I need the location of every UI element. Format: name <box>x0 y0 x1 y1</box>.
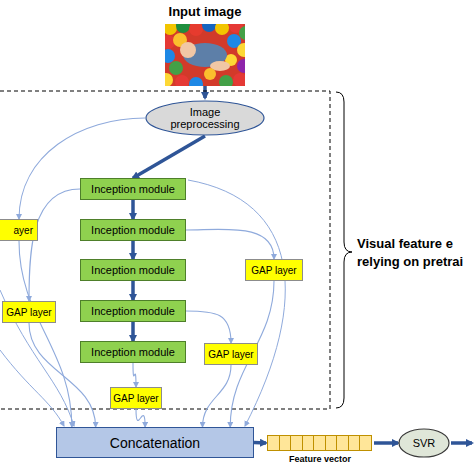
offscreen-wire <box>0 350 64 426</box>
feature-wire <box>186 311 231 343</box>
node-text: Concatenation <box>110 435 200 451</box>
gap-box: GAP layer <box>204 343 258 365</box>
node-text: Inception module <box>91 183 175 195</box>
flow-arrow <box>131 241 135 259</box>
side-label: relying on pretrai <box>357 254 463 269</box>
extra-wire <box>188 180 285 426</box>
vector-caption: Feature vector <box>289 454 351 464</box>
feature-vector: Feature vector <box>266 435 374 471</box>
inception-box: Inception module <box>80 300 186 322</box>
flow-arrow <box>131 322 135 341</box>
flow-arrow <box>131 200 135 219</box>
feature-wire <box>29 323 96 427</box>
inception-box: Inception module <box>80 219 186 241</box>
node-text: GAP layer <box>6 307 51 318</box>
gap-box: GAP layer <box>110 387 162 409</box>
node-text: SVR <box>413 437 436 449</box>
flow-arrow <box>131 281 135 300</box>
flow-arrow <box>374 441 398 445</box>
inception-box: Inception module <box>80 259 186 281</box>
gap-box: GAP layer <box>2 301 56 323</box>
node-text: Inception module <box>91 346 175 358</box>
node-text: GAP layer <box>208 349 253 360</box>
node-text: Image preprocessing <box>167 106 243 130</box>
output-arrow <box>451 441 472 445</box>
feature-wire <box>19 241 72 427</box>
dashed-frame <box>0 91 330 409</box>
flow-arrow <box>254 441 266 445</box>
side-label: Visual feature e <box>357 236 453 251</box>
node-text: Inception module <box>91 264 175 276</box>
feature-wire <box>203 365 231 427</box>
flow-arrow <box>133 136 205 178</box>
preprocess-ellipse: Image preprocessing <box>145 100 265 136</box>
diagram-title: Input image <box>120 4 290 19</box>
feature-wire <box>19 118 145 219</box>
feature-wire <box>29 189 80 301</box>
node-text: Inception module <box>91 305 175 317</box>
node-text: GAP layer <box>113 393 158 404</box>
feature-wire <box>133 363 136 387</box>
vector-cells <box>268 435 372 451</box>
input-photo <box>165 24 245 86</box>
gap-box: ayer <box>0 219 38 241</box>
gap-box: GAP layer <box>245 259 303 281</box>
svr-ellipse: SVR <box>398 428 450 458</box>
photo-arrow <box>203 86 207 98</box>
vector-cell <box>359 435 372 451</box>
concat-box: Concatenation <box>56 427 254 458</box>
offscreen-wire <box>0 290 74 426</box>
node-text: ayer <box>14 225 33 236</box>
inception-box: Inception module <box>80 341 186 363</box>
curly-bracket <box>336 92 352 408</box>
inception-box: Inception module <box>80 178 186 200</box>
node-text: GAP layer <box>251 265 296 276</box>
feature-wire <box>136 409 145 427</box>
node-text: Inception module <box>91 224 175 236</box>
feature-wire <box>186 229 274 259</box>
